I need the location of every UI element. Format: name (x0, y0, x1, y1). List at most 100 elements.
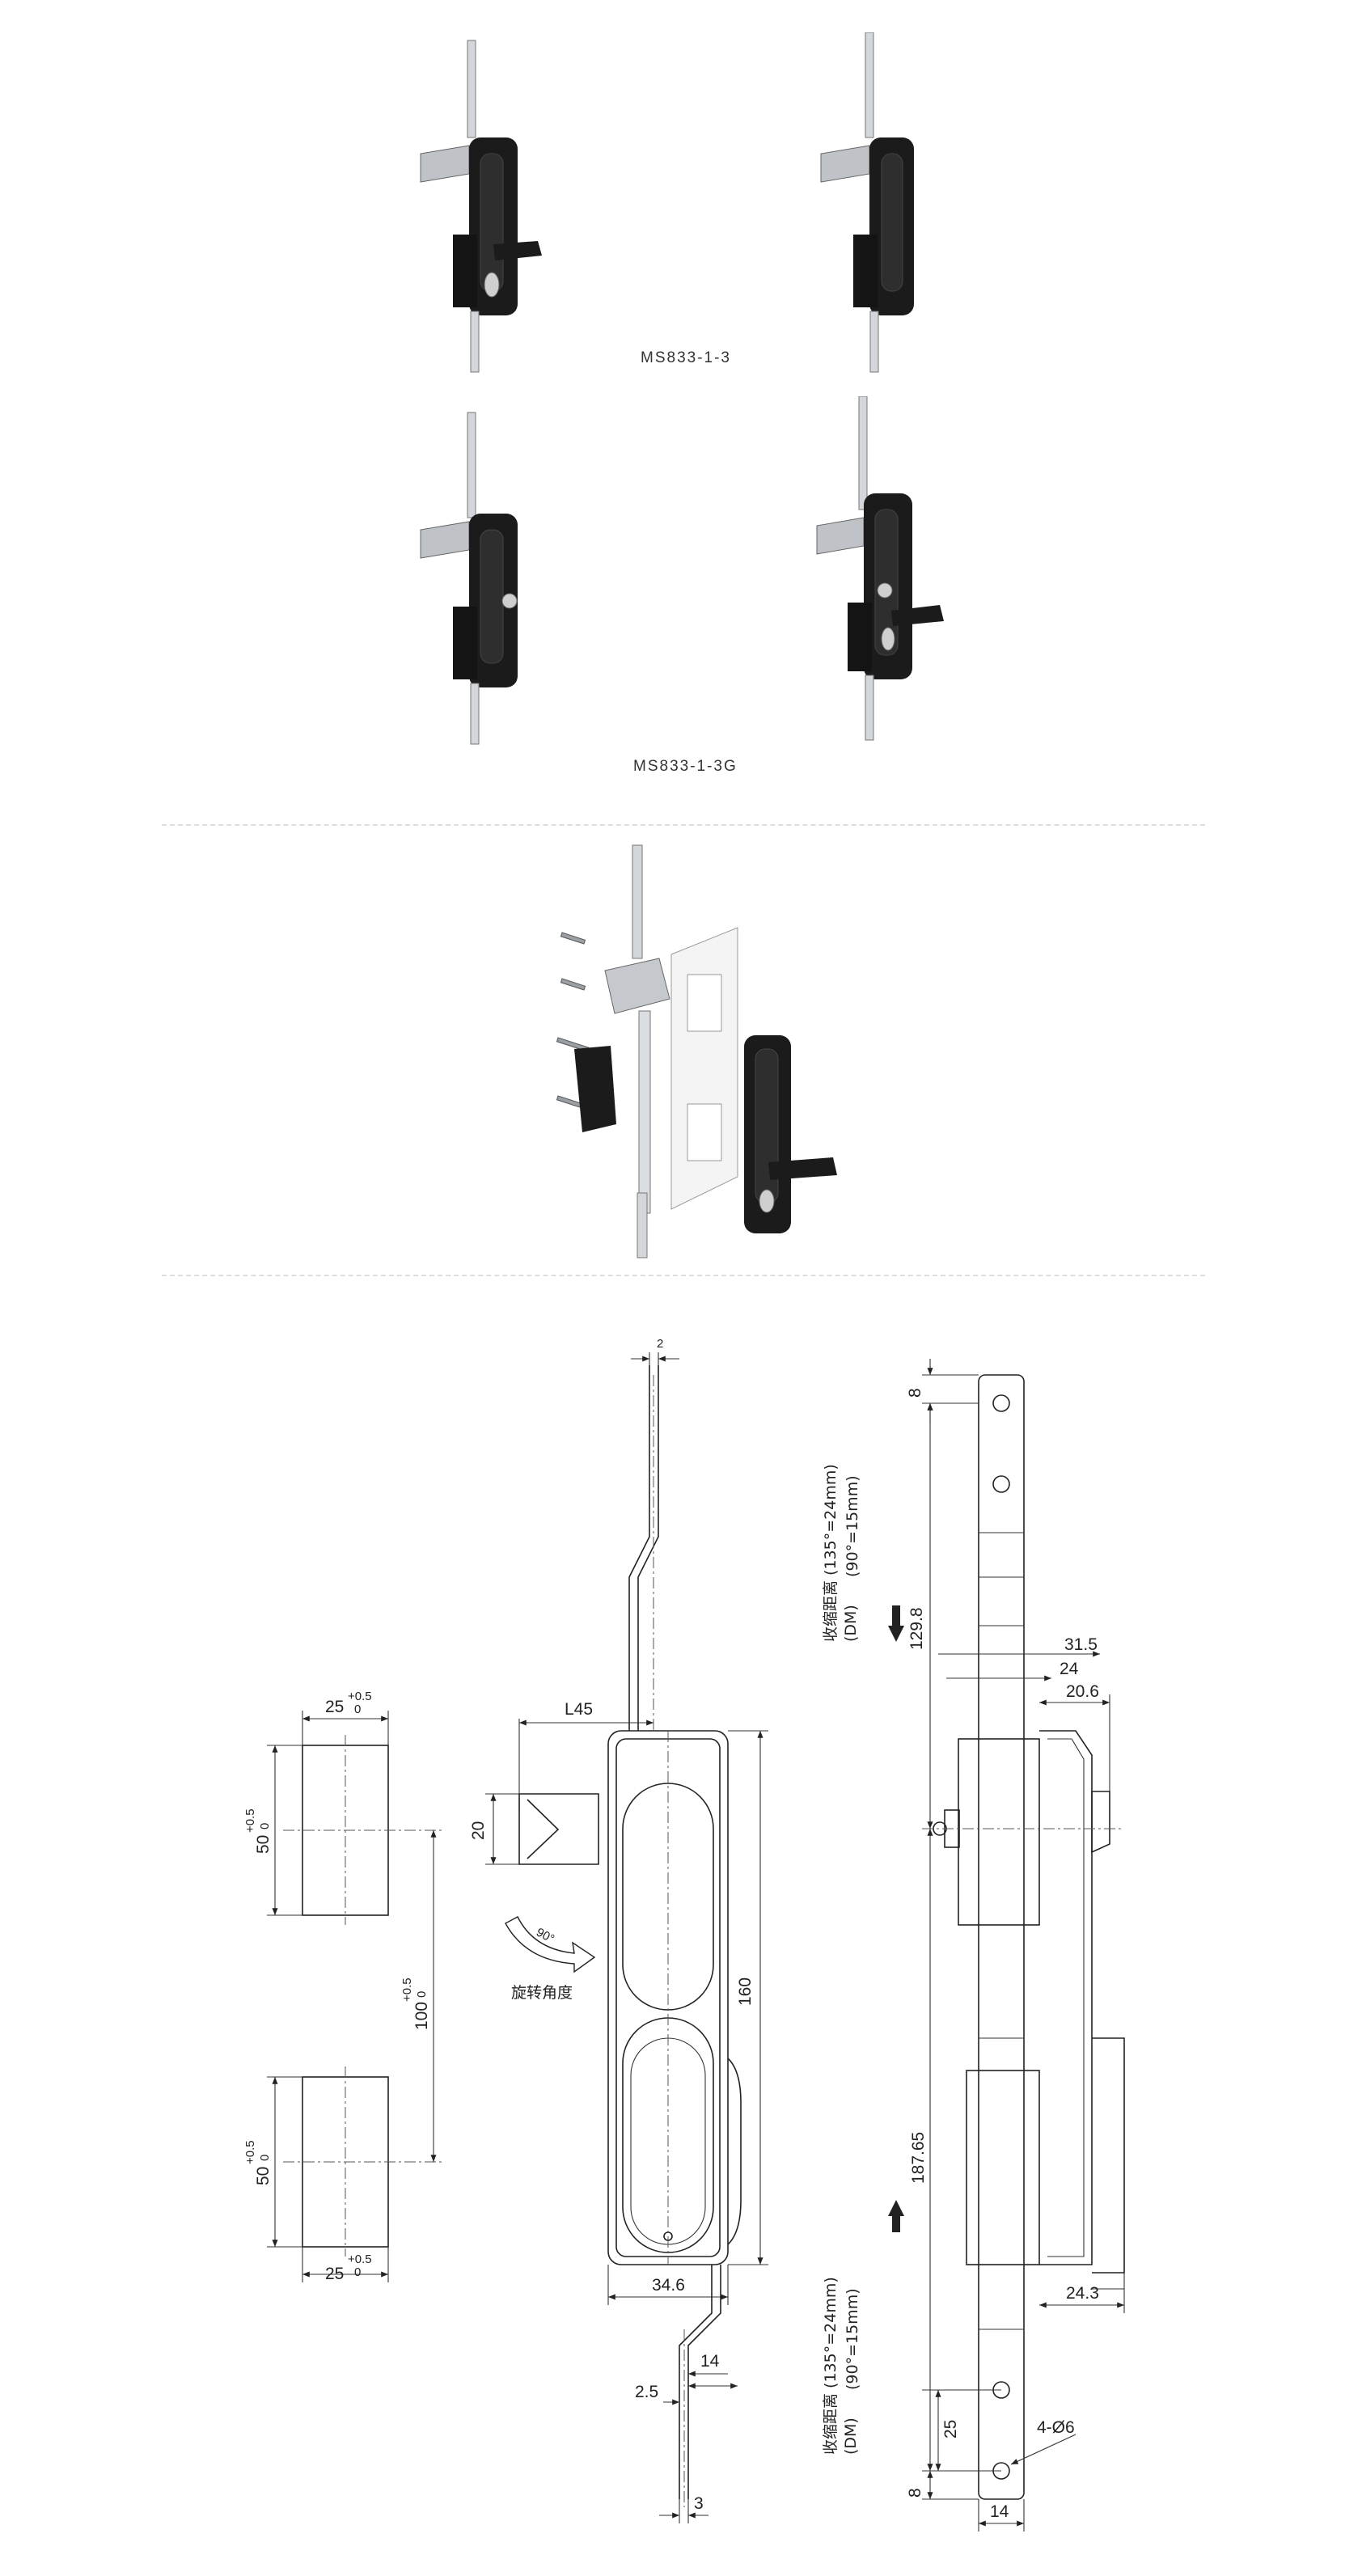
retract-arrow-top (888, 1605, 904, 1642)
product-view-ms833-1-3-side (820, 32, 914, 373)
bottom-offset-a: 2.5 (635, 2383, 658, 2401)
section-separator-2 (162, 1275, 1205, 1276)
retract-title-top: 收缩距离 (135°=24mm) (822, 1464, 840, 1642)
rotation-arrow (505, 1916, 596, 1973)
rod-thickness: 2 (657, 1337, 663, 1351)
bottom-rod-width: 3 (694, 2494, 704, 2513)
cutout-spacing: 100 (412, 2002, 431, 2030)
panel-cutout-view (267, 1711, 445, 2282)
upper-rod (467, 40, 476, 138)
cutout-height-bottom: 50 (254, 2167, 273, 2185)
screw-2 (560, 978, 586, 991)
cutout-height-top-tol-lower: 0 (258, 1823, 272, 1829)
upper-rod (858, 396, 868, 510)
cutout-width-bottom-tol-upper: +0.5 (348, 2252, 372, 2266)
handle-profile (1039, 1730, 1093, 2265)
section-separator-1 (162, 824, 1205, 826)
key-cylinder (881, 627, 895, 651)
rear-housing (574, 1046, 616, 1132)
rotation-label: 旋转角度 (511, 1984, 573, 2002)
lever-profile (1091, 1791, 1110, 1854)
offset-label: L45 (565, 1700, 593, 1719)
mounting-bracket (604, 958, 670, 1014)
bottom-hole-distance: 8 (906, 2488, 924, 2498)
retract-dm-bottom: (DM) (842, 2417, 860, 2455)
lower-handle-profile (1092, 2037, 1125, 2274)
screw-1 (560, 932, 586, 945)
lower-rod (869, 311, 879, 373)
cutout-height-top-tol-upper: +0.5 (243, 1808, 257, 1833)
product-view-ms833-1-3g-side (816, 396, 944, 741)
handle-depth: 24.3 (1066, 2284, 1099, 2303)
upper-rod-outline (628, 1365, 659, 1731)
travel-top: 129.8 (907, 1607, 926, 1650)
side-view (888, 1359, 1125, 2532)
lock-base-block (853, 235, 878, 307)
lock-body-highlight (480, 529, 504, 664)
lower-rod (865, 675, 874, 741)
side-handle-profile (727, 2058, 742, 2245)
retract-sub-bottom: (90°=15mm) (844, 2288, 861, 2390)
upper-bracket (420, 145, 470, 183)
bar-width: 14 (990, 2502, 1009, 2521)
hole-2 (992, 1475, 1010, 1493)
cutout-height-bottom-tol-lower: 0 (258, 2155, 272, 2161)
product-view-ms833-1-3-front (420, 40, 542, 373)
upper-rod (632, 844, 643, 959)
upper-bracket (820, 145, 870, 183)
lock-body-highlight (874, 509, 899, 656)
cutout-width-bottom: 25 (325, 2265, 344, 2283)
product-view-ms833-1-3g-front (420, 412, 518, 745)
cutout-spacing-tol-upper: +0.5 (400, 1977, 414, 2002)
mounting-block (958, 1738, 1040, 1926)
depth-b: 24 (1060, 1660, 1079, 1678)
lock-base-block (453, 235, 477, 307)
body-height: 160 (736, 1977, 755, 2006)
lower-rod (470, 311, 480, 373)
cutout-spacing-tol-lower: 0 (415, 1991, 429, 1998)
bottom-offset-b: 14 (700, 2352, 720, 2371)
lower-rod-outline (679, 2265, 721, 2499)
lock-base-block (848, 603, 872, 671)
model-caption-1: MS833-1-3 (641, 349, 731, 366)
gasket-slot-upper (687, 974, 722, 1032)
upper-bracket (420, 521, 470, 559)
door-panel-gasket (670, 927, 738, 1210)
connecting-bar (638, 1010, 651, 1214)
exploded-assembly-view (556, 844, 837, 1258)
retract-arrow-bottom (888, 2200, 904, 2232)
lower-rod (637, 1192, 648, 1258)
hole-1 (992, 1394, 1010, 1412)
lock-body-highlight (480, 153, 504, 292)
housing-block-lower (966, 2070, 1040, 2265)
upper-bracket (816, 517, 865, 555)
cutout-width-top-tol-upper: +0.5 (348, 1690, 372, 1703)
lever-handle (768, 1157, 837, 1180)
retract-dm-top: (DM) (842, 1605, 860, 1642)
lock-body-highlight (881, 153, 903, 292)
cutout-width-top-tol-lower: 0 (354, 1703, 361, 1716)
cutout-height-bottom-tol-upper: +0.5 (243, 2140, 257, 2164)
key-cylinder (484, 272, 500, 298)
body-width: 34.6 (652, 2276, 685, 2295)
lever-handle (891, 605, 944, 626)
front-view (485, 1352, 768, 2523)
cutout-width-top: 25 (325, 1698, 344, 1716)
holes-spec: 4-Ø6 (1037, 2418, 1075, 2437)
depth-a: 31.5 (1064, 1635, 1098, 1654)
lever-handle (493, 241, 542, 260)
travel-bottom: 187.65 (909, 2132, 928, 2184)
padlock-stud (877, 582, 893, 599)
handle-profile-inner (1047, 1738, 1085, 2257)
technical-drawing: 25 +0.5 0 50 +0.5 0 100 +0.5 0 50 +0.5 0… (243, 1337, 1125, 2532)
lock-base-block (453, 607, 477, 679)
lower-rod (470, 683, 480, 745)
gasket-slot-lower (687, 1103, 722, 1161)
top-hole-distance: 8 (906, 1388, 924, 1398)
retract-title-bottom: 收缩距离 (135°=24mm) (822, 2277, 840, 2455)
model-caption-2: MS833-1-3G (633, 758, 738, 775)
side-bar (978, 1374, 1025, 2500)
upper-rod (467, 412, 476, 518)
lock-tongue (518, 1793, 599, 1865)
hole-pitch: 25 (941, 2420, 960, 2439)
